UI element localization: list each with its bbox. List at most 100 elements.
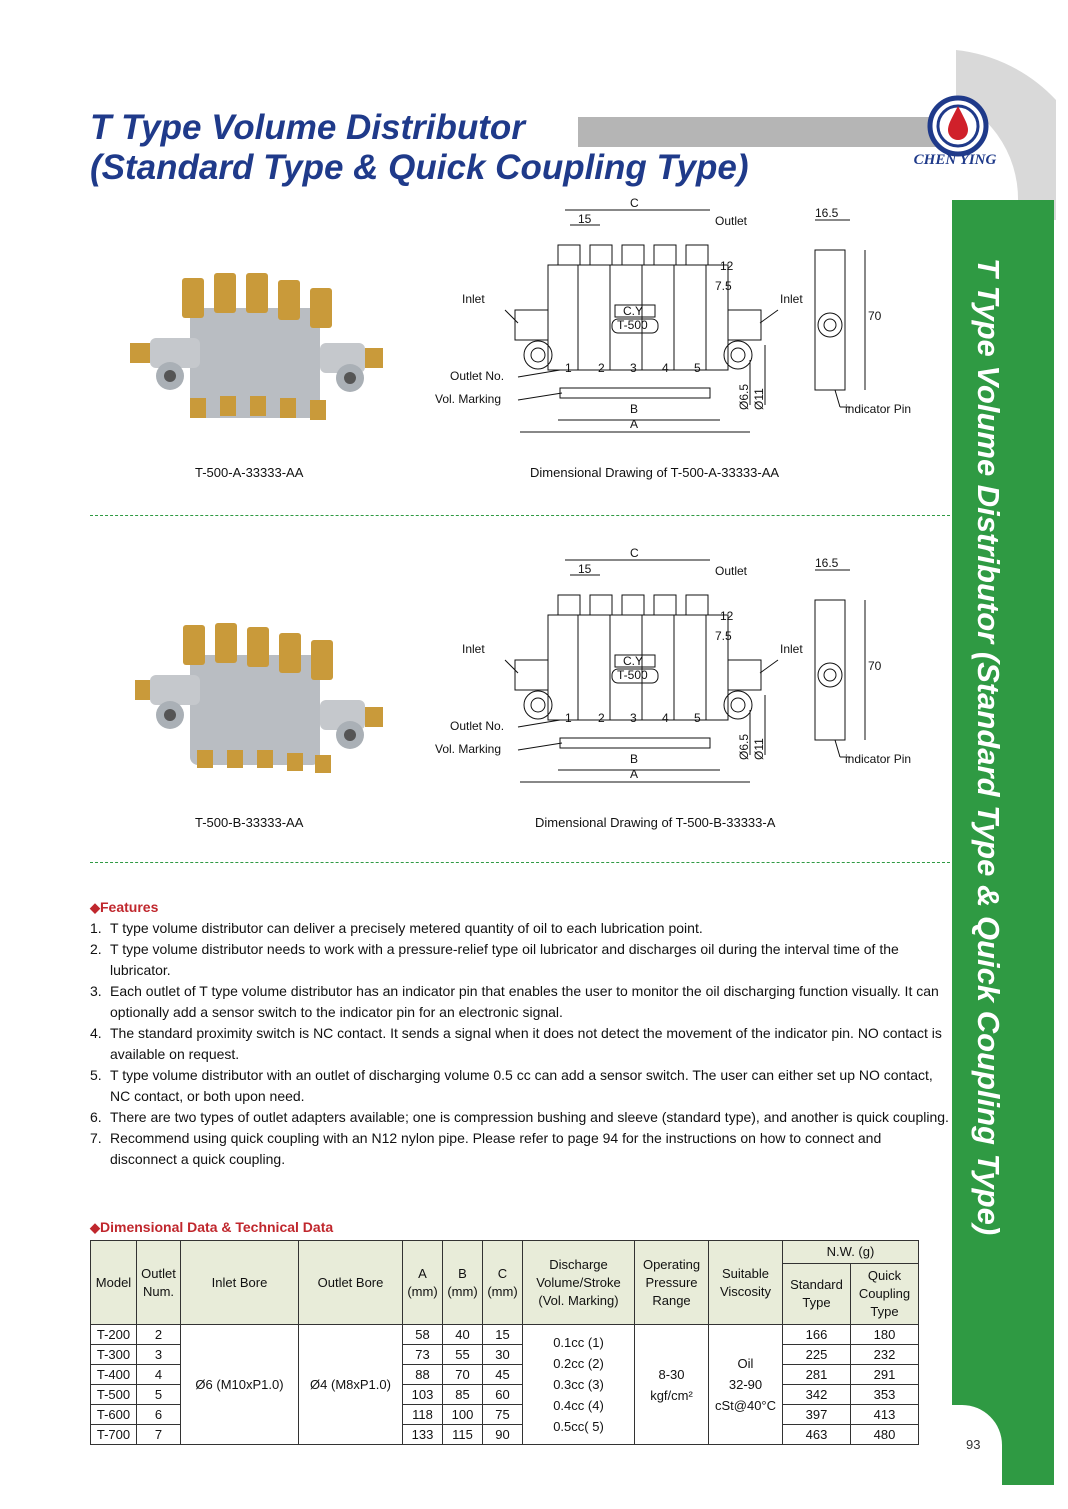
cell-standard-weight: 342	[782, 1384, 851, 1405]
header-pressure: Operating Pressure Range	[634, 1240, 709, 1325]
cell-b: 40	[442, 1324, 483, 1345]
cell-pressure-line: 8-30	[658, 1366, 685, 1382]
cell-c: 60	[482, 1384, 523, 1405]
divider-1	[90, 515, 950, 516]
drawing-label-cy: C.Y	[623, 304, 643, 318]
drawing-label-indicator-pin: indicator Pin	[845, 752, 911, 766]
cell-viscosity-line: 32-90	[728, 1377, 763, 1392]
drawing-label-inlet-left: Inlet	[462, 642, 485, 656]
drawing-label-12: 12	[720, 259, 734, 273]
product-caption-b: T-500-B-33333-AA	[195, 815, 304, 830]
page-title: T Type Volume Distributor (Standard Type…	[90, 108, 749, 188]
cell-a: 88	[402, 1364, 443, 1385]
cell-model: T-500	[90, 1384, 137, 1405]
drawing-label-70: 70	[868, 659, 882, 673]
feature-number: 1.	[90, 920, 102, 936]
brand-name: CHEN YING	[913, 152, 997, 168]
cell-b: 115	[442, 1424, 483, 1445]
header-standard: Standard Type	[782, 1263, 851, 1325]
feature-text: Recommend using quick coupling with an N…	[110, 1130, 882, 1167]
drawing-label-16-5: 16.5	[815, 556, 839, 570]
drawing-label-70: 70	[868, 309, 882, 323]
drawing-label-d6-5: Ø6.5	[737, 734, 751, 760]
drawing-label-c: C	[630, 196, 639, 210]
header-outlet-num: Outlet Num.	[136, 1240, 181, 1325]
drawing-label-a: A	[630, 417, 638, 431]
drawing-label-n5: 5	[694, 711, 701, 725]
header-discharge: Discharge Volume/Stroke (Vol. Marking)	[522, 1240, 635, 1325]
drawing-label-n1: 1	[565, 361, 572, 375]
title-line-1: T Type Volume Distributor	[90, 108, 525, 147]
feature-number: 2.	[90, 941, 102, 957]
cell-discharge-line: 0.3cc (3)	[553, 1377, 604, 1392]
header-viscosity: Suitable Viscosity	[708, 1240, 783, 1325]
feature-text: T type volume distributor with an outlet…	[110, 1067, 933, 1104]
drawing-label-7-5: 7.5	[715, 279, 732, 293]
cell-model: T-200	[90, 1324, 137, 1345]
cell-quick-weight: 232	[850, 1344, 919, 1365]
cell-a: 73	[402, 1344, 443, 1365]
cell-standard-weight: 397	[782, 1404, 851, 1425]
cell-c: 30	[482, 1344, 523, 1365]
cell-discharge-line: 0.5cc( 5)	[553, 1419, 604, 1434]
drawing-label-b: B	[630, 402, 638, 416]
cell-standard-weight: 166	[782, 1324, 851, 1345]
drawing-label-b: B	[630, 752, 638, 766]
cell-a: 58	[402, 1324, 443, 1345]
drawing-label-n5: 5	[694, 361, 701, 375]
drawing-label-16-5: 16.5	[815, 206, 839, 220]
drawing-label-d6-5: Ø6.5	[737, 384, 751, 410]
drawing-label-n4: 4	[662, 361, 669, 375]
header-model: Model	[90, 1240, 137, 1325]
drawing-label-n3: 3	[630, 711, 637, 725]
cell-outlets: 5	[136, 1384, 181, 1405]
dimensional-drawing-a: C 15 Outlet 16.5 12 7.5 Inlet Inlet C.Y …	[435, 196, 911, 433]
drawing-label-n2: 2	[598, 361, 605, 375]
feature-text: T type volume distributor needs to work …	[110, 941, 899, 978]
drawing-label-15: 15	[578, 562, 592, 576]
header-b: B (mm)	[442, 1240, 483, 1325]
cell-a: 133	[402, 1424, 443, 1445]
cell-viscosity-line: cSt@40°C	[714, 1398, 777, 1413]
cell-c: 45	[482, 1364, 523, 1385]
feature-number: 5.	[90, 1067, 102, 1083]
drawing-label-model: T-500	[617, 668, 648, 682]
feature-item: 7.Recommend using quick coupling with an…	[90, 1128, 950, 1170]
cell-outlets: 7	[136, 1424, 181, 1445]
drawing-label-n2: 2	[598, 711, 605, 725]
drawing-label-outlet-no: Outlet No.	[450, 369, 504, 383]
drawing-label-12: 12	[720, 609, 734, 623]
dimensional-drawing-b: C 15 Outlet 16.5 12 7.5 Inlet Inlet C.Y …	[435, 546, 911, 783]
cell-discharge-line: 0.1cc (1)	[553, 1335, 604, 1350]
drawing-label-n4: 4	[662, 711, 669, 725]
drawing-label-7-5: 7.5	[715, 629, 732, 643]
drawing-label-indicator-pin: indicator Pin	[845, 402, 911, 416]
drawing-label-inlet-right: Inlet	[780, 292, 803, 306]
drawing-caption-a: Dimensional Drawing of T-500-A-33333-AA	[530, 465, 780, 480]
drawing-label-outlet: Outlet	[715, 214, 748, 228]
drawing-label-n1: 1	[565, 711, 572, 725]
drawing-label-inlet-right: Inlet	[780, 642, 803, 656]
header-a: A (mm)	[402, 1240, 443, 1325]
drawing-caption-b: Dimensional Drawing of T-500-B-33333-A	[535, 815, 776, 830]
product-photo-b	[135, 623, 383, 773]
cell-outlet-bore: Ø4 (M8xP1.0)	[298, 1324, 403, 1445]
drawing-label-model: T-500	[617, 318, 648, 332]
cell-a: 118	[402, 1404, 443, 1425]
product-caption-a: T-500-A-33333-AA	[195, 465, 304, 480]
feature-item: 4.The standard proximity switch is NC co…	[90, 1023, 950, 1065]
cell-a: 103	[402, 1384, 443, 1405]
cell-outlets: 2	[136, 1324, 181, 1345]
cell-c: 75	[482, 1404, 523, 1425]
cell-quick-weight: 413	[850, 1404, 919, 1425]
cell-b: 85	[442, 1384, 483, 1405]
feature-number: 4.	[90, 1025, 102, 1041]
cell-discharge: 0.1cc (1)0.2cc (2)0.3cc (3)0.4cc (4)0.5c…	[522, 1324, 635, 1445]
header-inlet-bore: Inlet Bore	[180, 1240, 299, 1325]
